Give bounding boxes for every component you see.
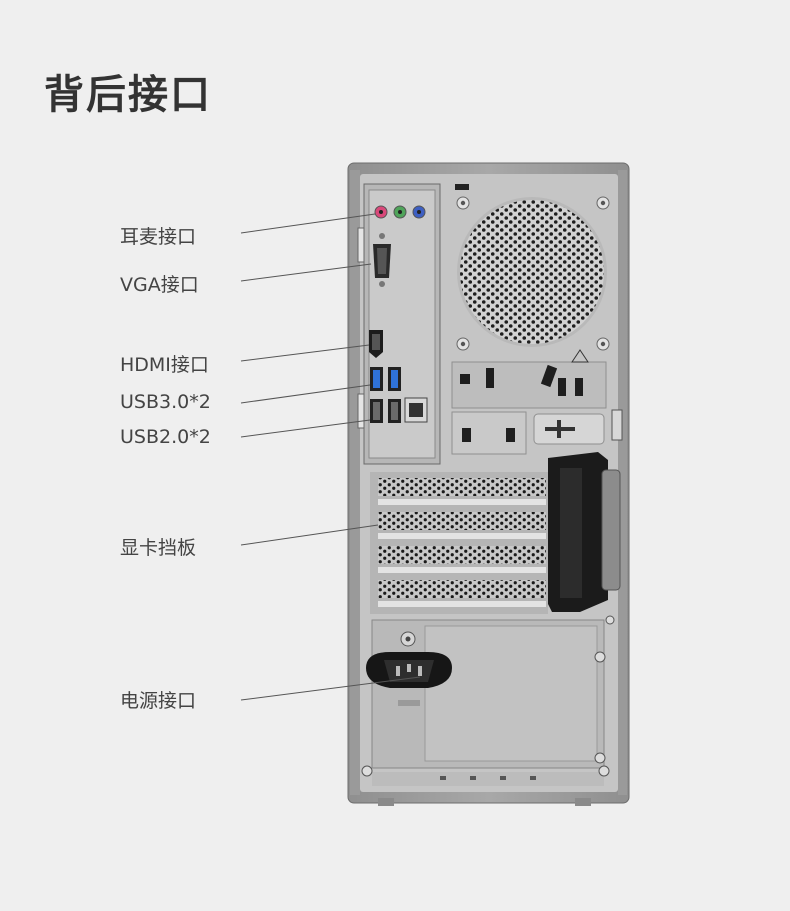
label-usb2-ports: USB2.0*2 xyxy=(120,426,211,448)
label-hdmi-port: HDMI接口 xyxy=(120,354,209,376)
usb2-ports xyxy=(370,399,401,423)
page-title: 背后接口 xyxy=(44,72,212,118)
power-inlet xyxy=(366,652,452,706)
leader-line-gpu xyxy=(240,524,379,546)
vga-port xyxy=(373,233,391,287)
label-gpu-bracket: 显卡挡板 xyxy=(120,537,197,559)
leader-lines xyxy=(240,213,421,701)
label-usb3-ports: USB3.0*2 xyxy=(120,391,211,413)
label-power-port: 电源接口 xyxy=(120,690,197,712)
leader-line-usb3 xyxy=(240,384,371,404)
leader-line-hdmi xyxy=(240,344,370,362)
leader-line-audio xyxy=(240,213,376,234)
hdmi-port xyxy=(369,330,383,358)
leader-line-usb2 xyxy=(240,419,371,438)
chassis-bottom-vents xyxy=(361,765,610,786)
leader-line-power xyxy=(240,676,421,701)
chassis-cutouts xyxy=(451,349,623,455)
audio-jacks xyxy=(374,205,426,219)
gpu-bracket-slots xyxy=(370,472,548,614)
fan-grille xyxy=(455,184,610,351)
label-vga-port: VGA接口 xyxy=(120,274,199,296)
slot-latch xyxy=(548,452,621,612)
ethernet-port xyxy=(404,397,428,423)
leader-line-vga xyxy=(240,263,372,282)
label-audio-port: 耳麦接口 xyxy=(120,226,197,248)
power-supply xyxy=(371,615,615,769)
usb3-ports xyxy=(370,367,401,391)
